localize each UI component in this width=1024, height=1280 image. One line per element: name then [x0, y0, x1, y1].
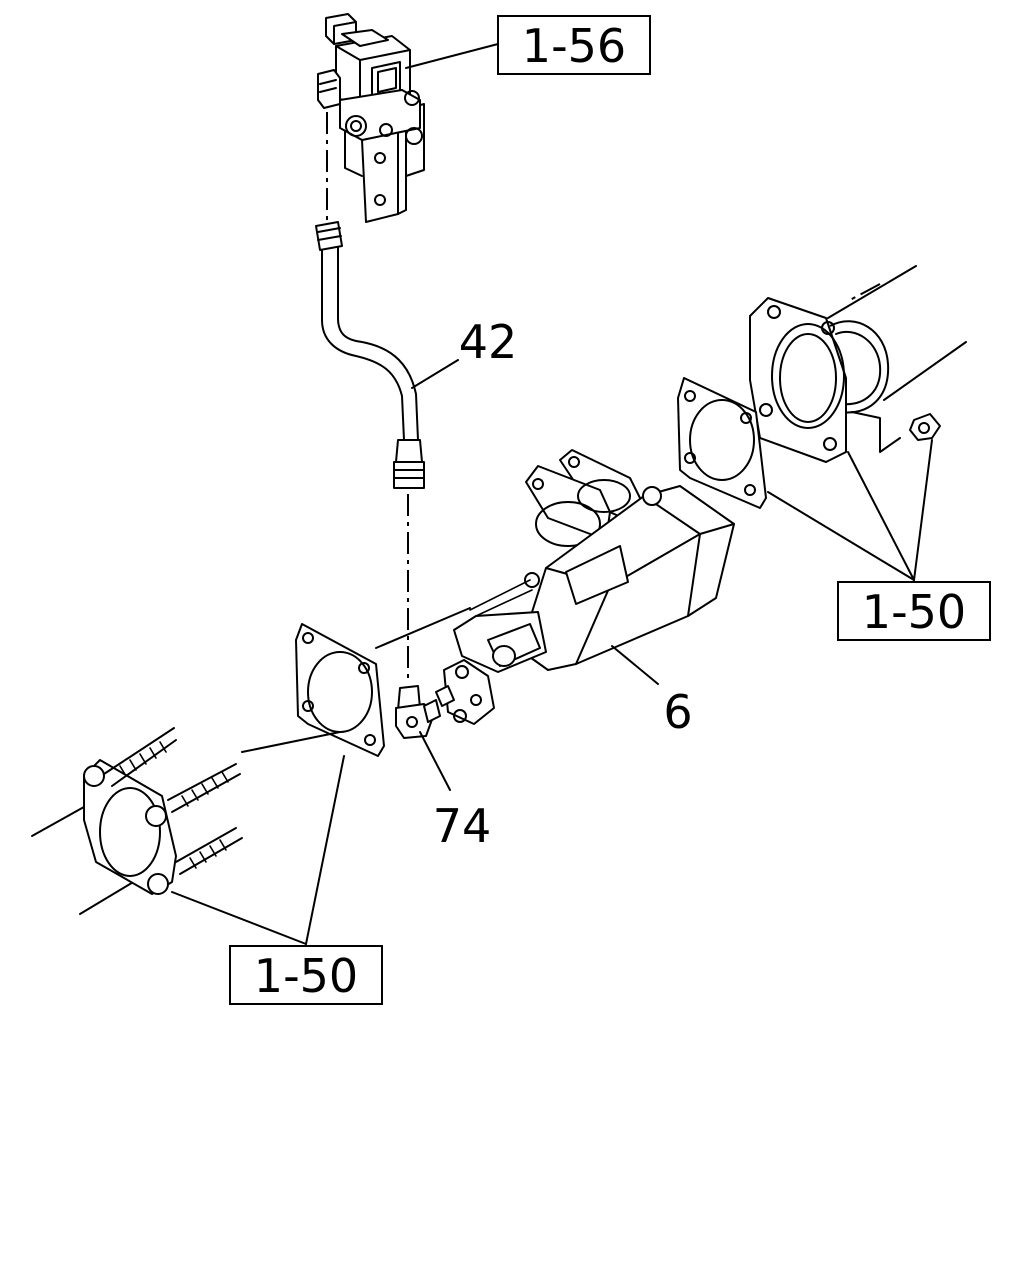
centerline-left-a	[241, 731, 341, 753]
leader-line-right-a	[767, 491, 915, 581]
reference-label-top: 1-56	[522, 19, 626, 73]
hose-assembly	[315, 221, 425, 489]
leader-line-left-b	[305, 755, 345, 945]
left-pipe-flange	[83, 759, 177, 895]
leader-line-elbow	[419, 731, 451, 791]
reference-label-left: 1-50	[254, 949, 358, 1003]
right-pipe-flange	[749, 297, 847, 463]
leader-line-hose	[411, 359, 459, 389]
exhaust-brake-valve-body	[435, 449, 735, 725]
nut-right	[909, 413, 941, 441]
callout-valve-body: 6	[663, 685, 692, 739]
reference-label-right: 1-50	[862, 585, 966, 639]
leader-line-right-b	[847, 451, 915, 581]
centerline-left-b	[375, 607, 471, 649]
break-line-right	[851, 411, 901, 453]
reference-box-top: 1-56	[497, 15, 651, 75]
leader-line-right-c	[913, 439, 933, 581]
reference-box-left: 1-50	[229, 945, 383, 1005]
callout-elbow-fitting: 74	[433, 799, 492, 853]
reference-box-right: 1-50	[837, 581, 991, 641]
callout-hose: 42	[459, 315, 518, 369]
solenoid-valve-assembly	[317, 13, 425, 223]
stud-bolts	[103, 727, 243, 875]
elbow-fitting	[395, 685, 441, 739]
leader-line-left-a	[171, 891, 307, 945]
leader-line-valve-body	[611, 645, 659, 685]
leader-line-ref-top	[405, 43, 499, 69]
left-gasket	[295, 623, 385, 757]
right-exhaust-pipe	[827, 265, 967, 414]
right-gasket	[677, 377, 767, 509]
